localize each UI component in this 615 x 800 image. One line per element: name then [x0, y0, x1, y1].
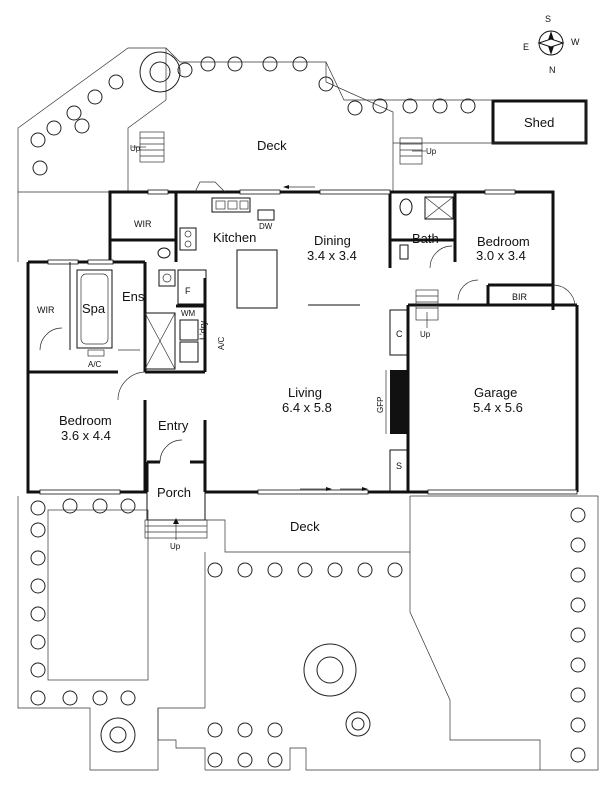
compass-w: W	[571, 37, 580, 47]
ac-ens-label: A/C	[88, 360, 102, 369]
steps-top-right	[399, 137, 426, 165]
fridge-label: F	[185, 286, 191, 296]
up-label-porch: Up	[170, 542, 181, 551]
porch-label: Porch	[157, 485, 191, 500]
wm-label: WM	[181, 309, 196, 318]
living-label: Living	[288, 385, 322, 400]
spa-label: Spa	[82, 301, 106, 316]
deck-bottom-label: Deck	[290, 519, 320, 534]
up-label-left: Up	[130, 144, 141, 153]
compass-s: S	[545, 14, 551, 24]
steps-top-left	[132, 131, 165, 163]
up-label-right: Up	[426, 147, 437, 156]
bedroom-right-label: Bedroom	[477, 234, 530, 249]
bedroom-left-label: Bedroom	[59, 413, 112, 428]
bath-label: Bath	[412, 231, 439, 246]
storage-s-label: S	[396, 461, 402, 471]
ac-ldry-label: A/C	[217, 336, 226, 350]
bedroom-right-dim: 3.0 x 3.4	[476, 248, 526, 263]
shed-label: Shed	[524, 115, 554, 130]
wir-left-label: WIR	[37, 305, 55, 315]
bir-label: BIR	[512, 292, 528, 302]
top-deck-outline	[17, 47, 587, 262]
steps-garage	[415, 284, 576, 328]
compass: S W E N	[523, 14, 580, 75]
bedroom-left-dim: 3.6 x 4.4	[61, 428, 111, 443]
porch-outline	[144, 492, 208, 540]
sliding-door-arrows	[283, 185, 368, 491]
compass-e: E	[523, 42, 529, 52]
ens-label: Ens	[122, 289, 145, 304]
gfp-label: GFP	[376, 397, 385, 413]
door-swing	[117, 371, 147, 401]
living-dim: 6.4 x 5.8	[282, 400, 332, 415]
garage-dim: 5.4 x 5.6	[473, 400, 523, 415]
shrubs	[30, 51, 586, 768]
garage-label: Garage	[474, 385, 517, 400]
bath-fittings	[399, 196, 479, 301]
kitchen-fittings	[177, 181, 278, 309]
dw-label: DW	[259, 222, 273, 231]
up-label-garage: Up	[420, 330, 431, 339]
door-swing-entry	[159, 439, 183, 463]
kitchen-label: Kitchen	[213, 230, 256, 245]
cupboard-c-label: C	[396, 329, 403, 339]
dining-label: Dining	[314, 233, 351, 248]
entry-label: Entry	[158, 418, 189, 433]
windows	[39, 189, 578, 495]
dining-dim: 3.4 x 3.4	[307, 248, 357, 263]
wir-top-label: WIR	[134, 219, 152, 229]
compass-n: N	[549, 65, 556, 75]
bottom-yard-outline	[17, 495, 599, 771]
ldry-label: L'dry	[198, 320, 208, 340]
ensuite-fittings	[39, 247, 199, 370]
deck-top-label: Deck	[257, 138, 287, 153]
living-east-fittings	[385, 309, 409, 493]
